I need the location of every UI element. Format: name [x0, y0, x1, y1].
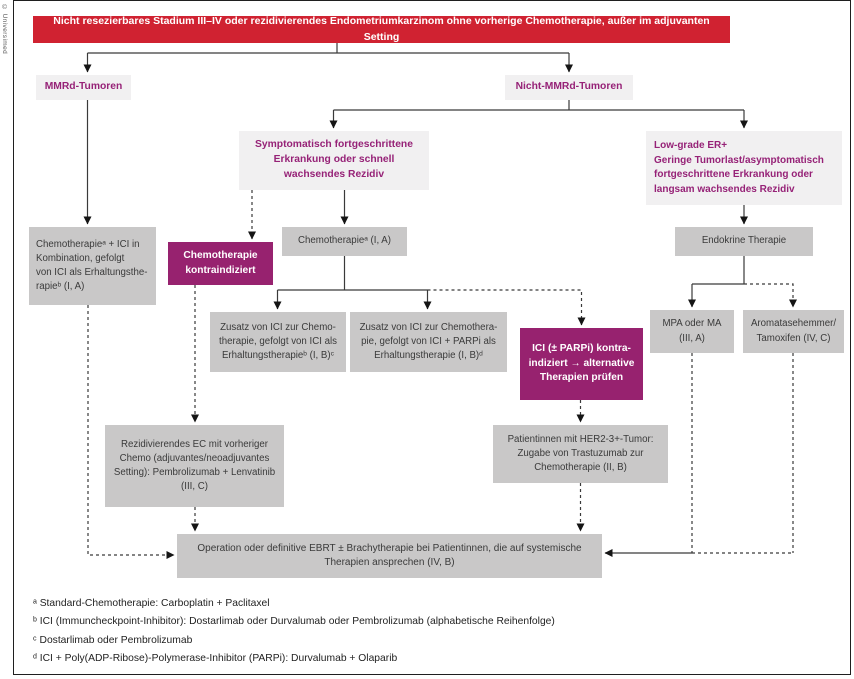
- connector-endocrine-return: [691, 353, 794, 554]
- node-mmrd-tumoren: MMRd-Tumoren: [36, 75, 131, 100]
- arrow-chemoici-to-operation: [87, 305, 175, 559]
- node-low-grade-er: Low-grade ER+ Geringe Tumorlast/asymptom…: [646, 131, 842, 205]
- node-her2-trastuzumab: Patientinnen mit HER2-3+-Tumor: Zugabe v…: [493, 425, 668, 483]
- footnote-d: ᵈ ICI + Poly(ADP-Ribose)-Polymerase-Inhi…: [33, 653, 398, 665]
- footnote-b: ᵇ ICI (Immuncheckpoint-Inhibitor): Dosta…: [33, 616, 555, 628]
- node-ici-kontraindiziert: ICI (± PARPi) kontra- indiziert → altern…: [520, 328, 643, 400]
- node-nicht-mmrd-tumoren: Nicht-MMRd-Tumoren: [505, 75, 633, 100]
- connector-nichtmmrd-split: [333, 100, 744, 111]
- node-operation-ebrt: Operation oder definitive EBRT ± Brachyt…: [177, 534, 602, 578]
- copyright-vertical-label: © Universimed: [1, 4, 8, 55]
- node-chemo-plus-ici: Chemotherapieᵃ + ICI in Kombination, gef…: [29, 227, 156, 305]
- figure-border: [13, 0, 851, 675]
- node-aromatasehemmer: Aromatasehemmer/ Tamoxifen (IV, C): [743, 310, 844, 353]
- connector-chemoia-split: [277, 256, 428, 291]
- connector-banner-split: [87, 43, 569, 54]
- node-endokrine-therapie: Endokrine Therapie: [675, 227, 813, 256]
- footnote-c: ᶜ Dostarlimab oder Pembrolizumab: [33, 634, 193, 646]
- node-symptomatisch-rezidiv: Symptomatisch fortgeschrittene Erkrankun…: [239, 131, 429, 190]
- node-chemo-kontraindiziert: Chemotherapie kontraindiziert: [168, 242, 273, 285]
- node-header-banner: Nicht resezierbares Stadium III–IV oder …: [33, 15, 730, 43]
- connector-endokrin-split: [692, 256, 745, 285]
- node-mpa-oder-ma: MPA oder MA (III, A): [650, 310, 734, 353]
- node-zusatz-ici: Zusatz von ICI zur Chemo- therapie, gefo…: [210, 312, 346, 372]
- node-rezidivierendes-ec: Rezidivierendes EC mit vorheriger Chemo …: [105, 425, 284, 507]
- footnotes: ᵃ Standard-Chemotherapie: Carboplatin + …: [33, 596, 555, 670]
- footnote-a: ᵃ Standard-Chemotherapie: Carboplatin + …: [33, 598, 270, 609]
- node-zusatz-ici-parpi: Zusatz von ICI zur Chemothera- pie, gefo…: [350, 312, 507, 372]
- arrow-to-aromatase: [744, 283, 797, 308]
- node-chemotherapie-ia: Chemotherapieᵃ (I, A): [282, 227, 407, 256]
